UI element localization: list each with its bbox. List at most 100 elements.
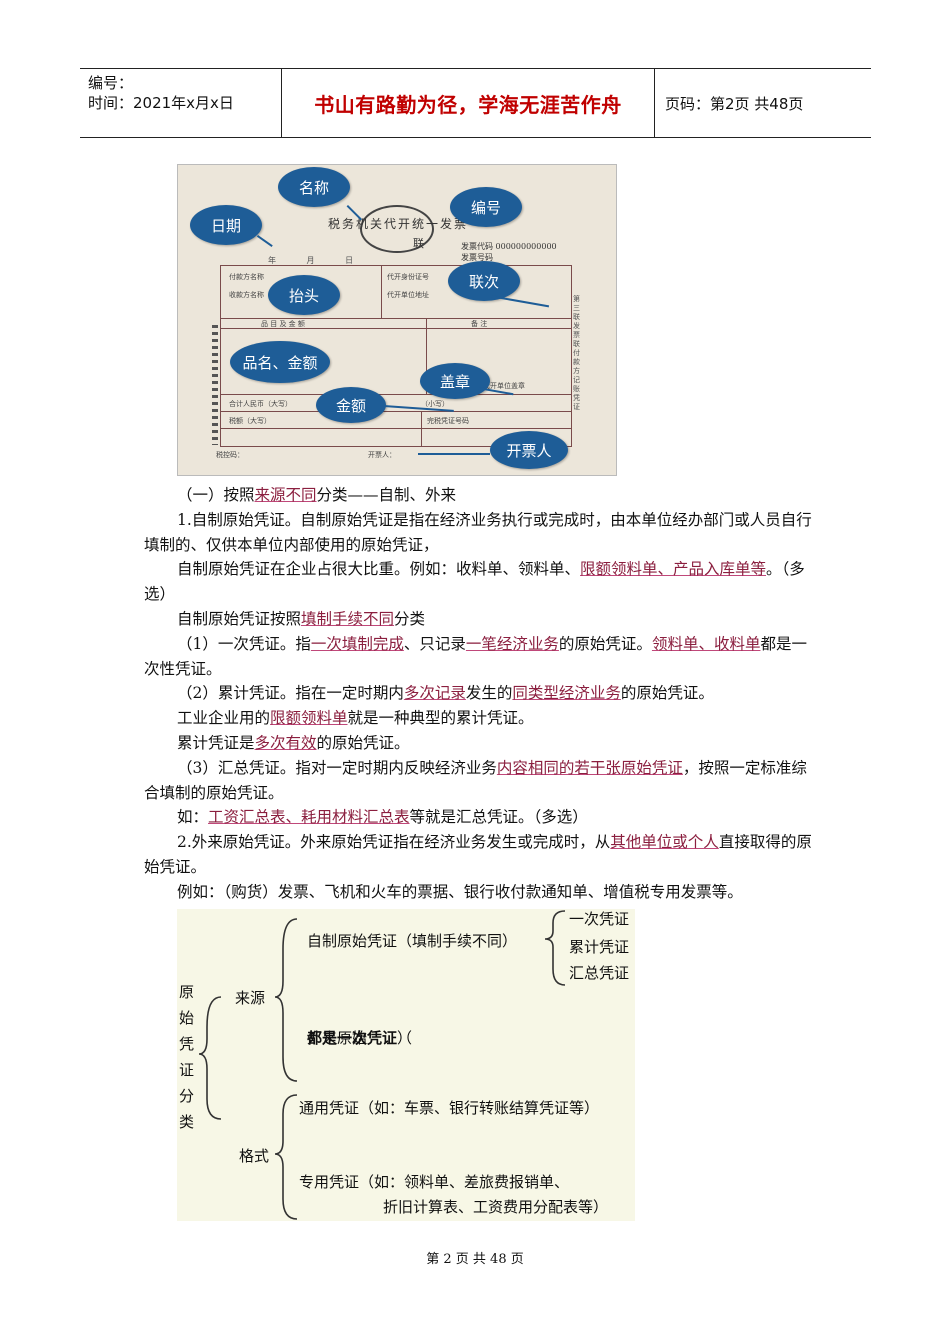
text: 等就是汇总凭证。（多选） — [409, 808, 588, 827]
bubble-amount: 金额 — [316, 387, 386, 423]
form-rule — [421, 411, 422, 446]
text: 、只记录 — [403, 634, 466, 653]
header-motto: 书山有路勤为径，学海无涯苦作舟 — [281, 69, 655, 137]
invoice-code-line1: 发票代码 000000000000 — [461, 242, 557, 251]
root-label: 原始凭证分类 — [179, 983, 195, 1131]
invoice-perforation — [212, 325, 218, 445]
text: 的原始凭证。 — [558, 634, 652, 653]
text: 自制原始凭证在企业占很大比重。例如：收料单、领料单、 — [177, 560, 581, 579]
bubble-header: 抬头 — [268, 275, 340, 315]
paragraph: 如：工资汇总表、耗用材料汇总表等就是汇总凭证。（多选） — [144, 805, 814, 830]
number-label: 编号： — [88, 74, 134, 92]
general-label: 通用凭证（如：车票、银行转账结算凭证等） — [299, 1099, 600, 1117]
underlined-text: 一笔经济业务 — [465, 634, 559, 653]
text: 发生的 — [465, 684, 513, 703]
paragraph: 工业企业用的限额领料单就是一种典型的累计凭证。 — [144, 706, 814, 731]
field-payee: 收款方名称 — [229, 291, 264, 299]
text: （2）累计凭证。指在一定时期内 — [177, 684, 404, 703]
paragraph: 累计凭证是多次有效的原始凭证。 — [144, 731, 814, 756]
text: 分类——自制、外来 — [316, 486, 457, 504]
classification-diagram: 原始凭证分类 来源 格式 自制原始凭证（填制手续不同） 一次凭证 累计凭证 汇总… — [177, 909, 635, 1221]
text: 直接取得的原始凭证。 — [144, 833, 812, 876]
paragraph: 自制原始凭证按照填制手续不同分类 — [144, 607, 814, 632]
text: 。（多选） — [144, 560, 805, 604]
invoice-figure: 税务机关代开统一发票 联 年 月 日 发票代码 000000000000 发票号… — [177, 164, 617, 476]
text: （一）按照 — [177, 486, 255, 504]
text: （1）一次凭证。指 — [177, 634, 311, 653]
field-id: 代开身份证号 — [387, 273, 429, 281]
field-total: 合计人民币（大写） — [229, 400, 292, 408]
underlined-text: 其他单位或个人 — [610, 833, 719, 852]
text: 都是一次性凭证。 — [144, 634, 807, 678]
field-drawer: 开票人： — [368, 451, 396, 459]
form-rule — [221, 428, 571, 429]
form-rule — [221, 328, 571, 329]
summary-label: 汇总凭证 — [569, 964, 630, 982]
external-label: 外来原始凭证（都是一次凭证） — [307, 1027, 412, 1048]
underlined-text: 多次记录 — [403, 684, 466, 703]
underlined-text: 限额领料单、产品入库单等 — [580, 560, 767, 579]
text: 累计凭证是 — [177, 733, 255, 752]
time-label: 时间：2021年x月x日 — [88, 94, 234, 112]
bubble-stamp: 盖章 — [420, 363, 490, 399]
field-tax-cert: 完税凭证号码 — [427, 417, 469, 425]
field-total-small: （小写） — [421, 400, 449, 408]
form-rule — [221, 394, 571, 395]
page-header: 编号： 时间：2021年x月x日 书山有路勤为径，学海无涯苦作舟 页码：第2页 … — [80, 68, 871, 138]
underlined-text: 领料单、收料单 — [651, 634, 761, 653]
text: 的原始凭证。 — [316, 733, 410, 752]
page-footer: 第 2 页 共 48 页 — [426, 1252, 524, 1267]
underlined-text: 多次有效 — [254, 733, 317, 752]
special-label-1: 专用凭证（如：领料单、差旅费报销单、 — [299, 1173, 570, 1191]
field-stamp-unit: 代开单位盖章 — [483, 382, 525, 390]
bubble-date: 日期 — [190, 205, 262, 245]
one-time-label: 一次凭证 — [569, 910, 630, 928]
invoice-lian: 联 — [413, 237, 424, 250]
field-tax: 税额（大写） — [229, 417, 271, 425]
invoice-side-text: 第三联 发票联 付款方记账凭证 — [573, 295, 580, 411]
field-payer: 付款方名称 — [229, 273, 264, 281]
text: 自制原始凭证按照 — [177, 609, 302, 628]
text: 2.外来原始凭证。外来原始凭证指在经济业务发生或完成时，从 — [177, 833, 611, 852]
bubble-item-amount: 品名、金额 — [230, 341, 330, 383]
paragraph: 自制原始凭证在企业占很大比重。例如：收料单、领料单、限额领料单、产品入库单等。（… — [144, 557, 814, 607]
paragraph: （2）累计凭证。指在一定时期内多次记录发生的同类型经济业务的原始凭证。 — [144, 681, 814, 706]
bubble-drawer: 开票人 — [490, 431, 568, 469]
paragraph: 例如：（购货）发票、飞机和火车的票据、银行收付款通知单、增值税专用发票等。 — [177, 882, 743, 901]
special-label-2: 折旧计算表、工资费用分配表等） — [383, 1198, 609, 1216]
invoice-seal — [360, 205, 434, 253]
field-items: 品 目 及 金 额 — [261, 320, 305, 328]
invoice-date-row: 年 月 日 — [268, 256, 368, 265]
underlined-text: 一次填制完成 — [310, 634, 404, 653]
format-label: 格式 — [239, 1147, 270, 1165]
underlined-text: 限额领料单 — [270, 709, 348, 728]
paragraph: 2.外来原始凭证。外来原始凭证指在经济业务发生或完成时，从其他单位或个人直接取得… — [144, 830, 814, 880]
field-remarks: 备 注 — [471, 320, 488, 328]
underlined-text: 来源不同 — [254, 486, 317, 504]
form-rule — [221, 411, 571, 412]
bubble-copy: 联次 — [448, 261, 520, 301]
underlined-text: 内容相同的若干张原始凭证 — [496, 758, 683, 777]
text: 如： — [177, 808, 209, 827]
text: 的原始凭证。 — [620, 684, 714, 703]
text: ） — [397, 1029, 413, 1047]
invoice-title: 税务机关代开统一发票 — [328, 217, 469, 231]
paragraph: （一）按照来源不同分类——自制、外来 — [144, 483, 814, 508]
bubble-name: 名称 — [278, 167, 350, 207]
form-rule — [221, 318, 571, 319]
text: 工业企业用的 — [177, 709, 271, 728]
invoice-form-grid: 付款方名称 收款方名称 代开身份证号 代开单位地址 品 目 及 金 额 备 注 … — [220, 265, 572, 447]
pointer — [256, 235, 273, 247]
cumulative-label: 累计凭证 — [569, 938, 630, 956]
field-tax-code: 税控码： — [216, 451, 244, 459]
underlined-text: 工资汇总表、耗用材料汇总表 — [208, 808, 410, 827]
underlined-text: 同类型经济业务 — [512, 684, 621, 703]
pointer — [418, 453, 490, 455]
underlined-text: 填制手续不同 — [301, 609, 395, 628]
paragraph: （3）汇总凭证。指对一定时期内反映经济业务内容相同的若干张原始凭证，按照一定标准… — [144, 756, 814, 806]
form-rule — [426, 318, 427, 394]
source-label: 来源 — [235, 989, 266, 1007]
bubble-number: 编号 — [450, 187, 522, 227]
text: 就是一种典型的累计凭证。 — [347, 709, 534, 728]
self-made-label: 自制原始凭证（填制手续不同） — [307, 932, 518, 950]
